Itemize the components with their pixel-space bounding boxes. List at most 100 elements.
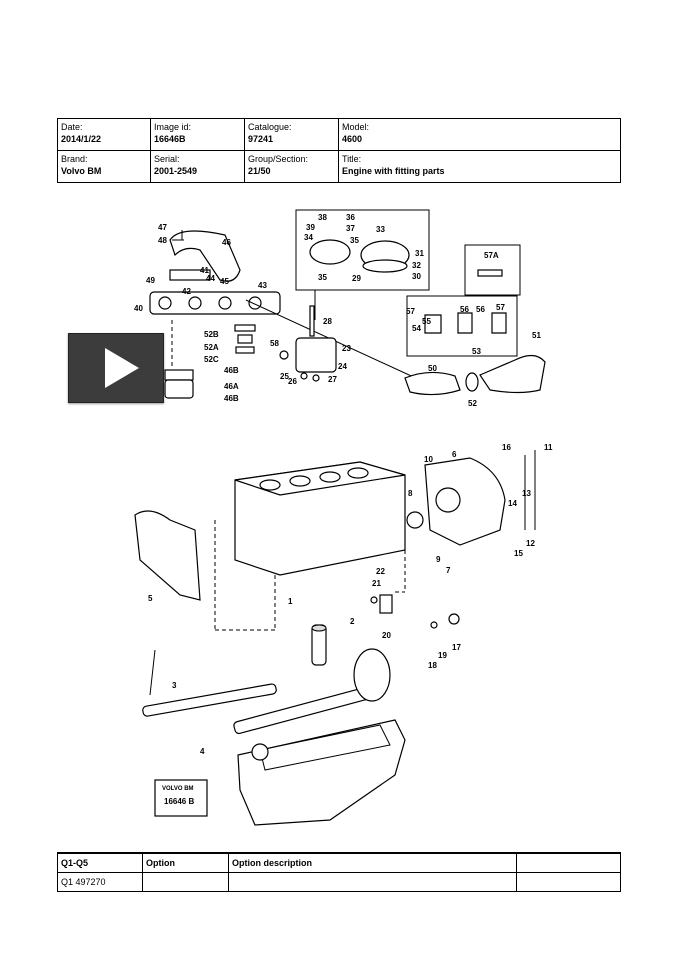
small-parts xyxy=(370,515,460,629)
date-cell: Date:2014/1/22 xyxy=(57,118,151,151)
callout-16: 16 xyxy=(502,443,511,452)
option-q-cell: Q1 497270 xyxy=(57,872,143,892)
callout-29: 29 xyxy=(352,274,361,283)
callout-33: 33 xyxy=(376,225,385,234)
callout-19: 19 xyxy=(438,651,447,660)
timing-cover xyxy=(134,510,201,601)
callout-37: 37 xyxy=(346,224,355,233)
callout-43: 43 xyxy=(258,281,267,290)
callout-17: 17 xyxy=(452,643,461,652)
callout-54: 54 xyxy=(412,324,421,333)
image-id-cell: Image id:16646B xyxy=(150,118,245,151)
serial-cell: Serial:2001-2549 xyxy=(150,150,245,183)
callout-55: 55 xyxy=(422,317,431,326)
callout-31: 31 xyxy=(415,249,424,258)
callout-52: 52 xyxy=(468,399,477,408)
callout-18: 18 xyxy=(428,661,437,670)
callout-46b: 46B xyxy=(224,366,239,375)
callout-21: 21 xyxy=(372,579,381,588)
callout-27: 27 xyxy=(328,375,337,384)
callout-11: 11 xyxy=(544,443,553,452)
exhaust-manifold-group xyxy=(149,230,421,399)
callout-53: 53 xyxy=(472,347,481,356)
callout-26: 26 xyxy=(288,377,297,386)
callout-47: 47 xyxy=(158,223,167,232)
callout-9: 9 xyxy=(436,555,441,564)
callout-1: 1 xyxy=(288,597,293,606)
callout-15: 15 xyxy=(514,549,523,558)
callout-50: 50 xyxy=(428,364,437,373)
info-table: Date:2014/1/22 Image id:16646B Catalogue… xyxy=(57,118,621,183)
callout-42: 42 xyxy=(182,287,191,296)
callout-20: 20 xyxy=(382,631,391,640)
inset-box-top xyxy=(295,209,430,320)
callout-5: 5 xyxy=(148,594,153,603)
turbo-bracket-group xyxy=(279,305,337,382)
callout-58: 58 xyxy=(270,339,279,348)
callout-46: 46 xyxy=(222,238,231,247)
flywheel-housing xyxy=(406,450,536,546)
callout-6: 6 xyxy=(452,450,457,459)
callout-28: 28 xyxy=(323,317,332,326)
video-play-button[interactable] xyxy=(68,333,164,403)
callout-2: 2 xyxy=(350,617,355,626)
callout-34: 34 xyxy=(304,233,313,242)
callout-56: 56 xyxy=(476,305,485,314)
callout-39: 39 xyxy=(306,223,315,232)
callout-57a: 57A xyxy=(484,251,499,260)
title-cell: Title:Engine with fitting parts xyxy=(338,150,621,183)
callout-57: 57 xyxy=(406,307,415,316)
callout-57: 57 xyxy=(496,303,505,312)
callout-45: 45 xyxy=(220,277,229,286)
options-header-description: Option description xyxy=(228,852,517,873)
callout-41: 41 xyxy=(200,266,209,275)
group-cell: Group/Section:21/50 xyxy=(244,150,339,183)
callout-35: 35 xyxy=(318,273,327,282)
exploded-parts-diagram: VOLVO BM 16646 B 4748464149444542434052B… xyxy=(134,209,553,826)
option-description-cell xyxy=(228,872,517,892)
options-table: Q1-Q5 Option Option description Q1 49727… xyxy=(57,852,621,892)
options-header-row: Q1-Q5 Option Option description xyxy=(57,852,621,873)
callout-52c: 52C xyxy=(204,355,219,364)
callout-12: 12 xyxy=(526,539,535,548)
callout-22: 22 xyxy=(376,567,385,576)
callout-48: 48 xyxy=(158,236,167,245)
callout-24: 24 xyxy=(338,362,347,371)
callout-10: 10 xyxy=(424,455,433,464)
callout-25: 25 xyxy=(280,372,289,381)
callout-56: 56 xyxy=(460,305,469,314)
option-cell xyxy=(142,872,229,892)
callout-3: 3 xyxy=(172,681,177,690)
crankshaft xyxy=(233,624,391,735)
options-header-q: Q1-Q5 xyxy=(57,852,143,873)
callout-46a: 46A xyxy=(224,382,239,391)
callout-51: 51 xyxy=(532,331,541,340)
options-header-extra xyxy=(516,852,621,873)
callout-4: 4 xyxy=(200,747,205,756)
play-icon xyxy=(105,348,139,388)
callout-52a: 52A xyxy=(204,343,219,352)
callout-7: 7 xyxy=(446,566,451,575)
stamp-line1: VOLVO BM xyxy=(162,786,194,792)
callout-32: 32 xyxy=(412,261,421,270)
volvo-stamp: VOLVO BM 16646 B xyxy=(154,779,208,817)
callout-52b: 52B xyxy=(204,330,219,339)
callout-38: 38 xyxy=(318,213,327,222)
callout-35: 35 xyxy=(350,236,359,245)
catalogue-cell: Catalogue:97241 xyxy=(244,118,339,151)
callout-23: 23 xyxy=(342,344,351,353)
callout-30: 30 xyxy=(412,272,421,281)
model-cell: Model:4600 xyxy=(338,118,621,151)
cylinder-block xyxy=(234,461,406,576)
callout-46b: 46B xyxy=(224,394,239,403)
brand-cell: Brand:Volvo BM xyxy=(57,150,151,183)
callout-49: 49 xyxy=(146,276,155,285)
option-extra-cell xyxy=(516,872,621,892)
callout-13: 13 xyxy=(522,489,531,498)
table-row: Q1 497270 xyxy=(57,872,621,892)
inset-box-right xyxy=(404,244,546,396)
stamp-line2: 16646 B xyxy=(164,797,194,806)
callout-14: 14 xyxy=(508,499,517,508)
